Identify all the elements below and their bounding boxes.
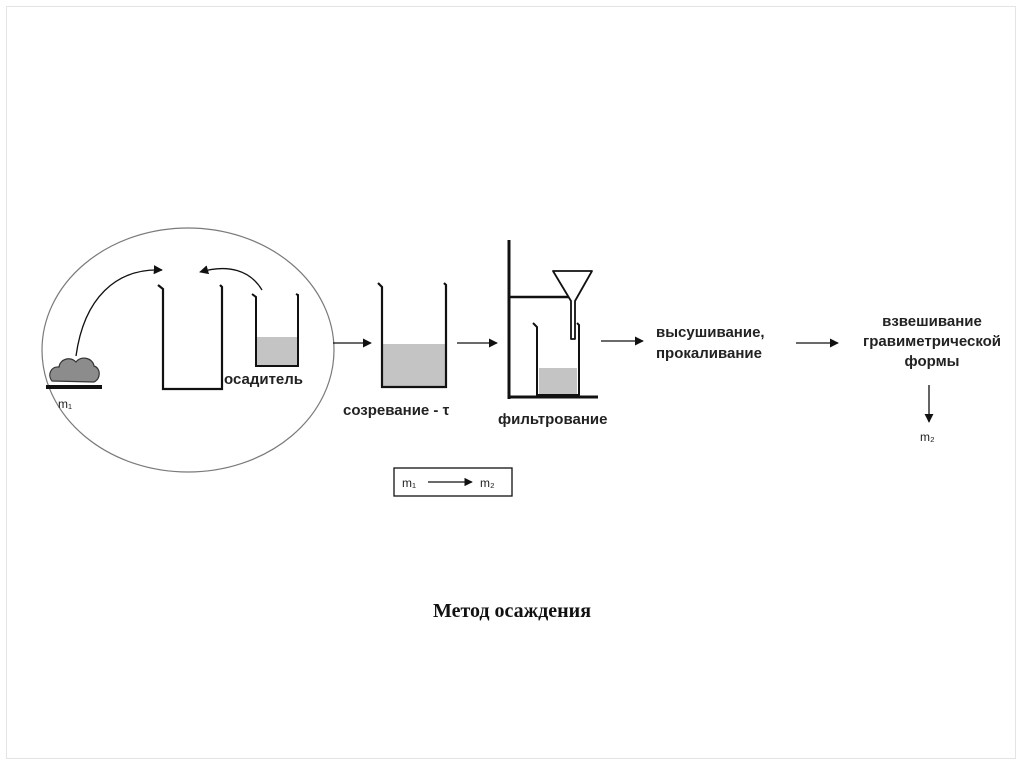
sample-group: m₁ (46, 357, 102, 411)
sample-icon (49, 357, 100, 383)
ripening-liquid (383, 344, 445, 386)
drying-label-line1: высушивание, (656, 324, 765, 341)
sample-transfer-arrow (75, 265, 163, 357)
funnel-icon (552, 270, 593, 340)
weighing-label-line1: взвешивание (882, 313, 982, 330)
precipitant-transfer-arrow (199, 265, 263, 291)
reaction-beaker (157, 284, 224, 391)
slide-caption: Метод осаждения (432, 600, 592, 622)
filtrate-liquid (539, 368, 577, 394)
precipitant-liquid (257, 337, 297, 365)
weighing-label-line3: формы (905, 353, 960, 370)
summary-from-label: m₁ (402, 476, 416, 490)
weighing-label-line2: гравиметрической (863, 333, 1001, 350)
filtration-stand (507, 240, 598, 399)
slide-frame (6, 6, 1016, 759)
ripening-label: созревание - τ (343, 402, 450, 419)
filtration-label: фильтрование (498, 411, 607, 428)
precipitant-beaker (251, 293, 299, 367)
result-mass-label: m₂ (920, 430, 935, 444)
sample-mass-label: m₁ (58, 397, 72, 411)
ripening-beaker (377, 282, 448, 389)
summary-to-label: m₂ (480, 476, 495, 490)
drying-label-line2: прокаливание (656, 345, 762, 362)
stage-ellipse (41, 227, 335, 473)
precipitant-label: осадитель (224, 371, 303, 388)
receiver-beaker (532, 322, 580, 396)
